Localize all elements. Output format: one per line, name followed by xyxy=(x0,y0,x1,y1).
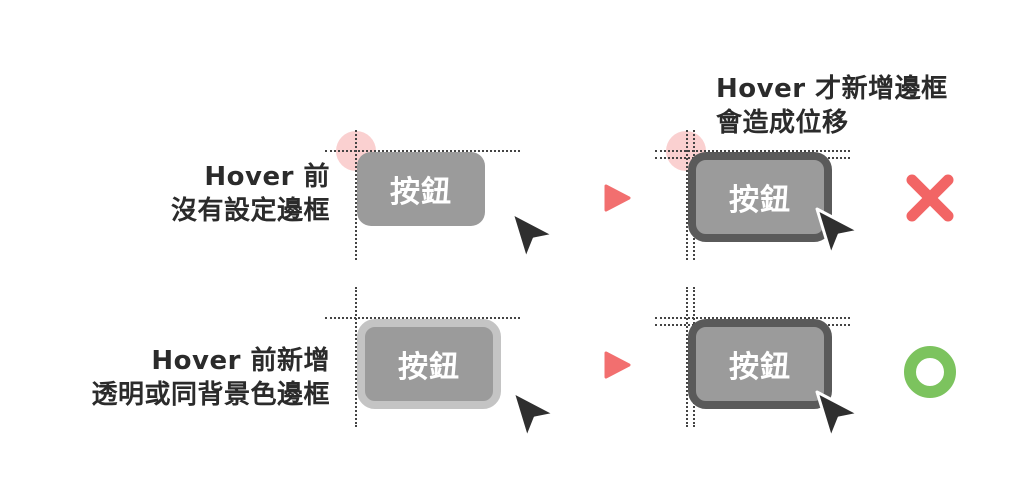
button-hover-border: 按鈕 xyxy=(688,319,832,409)
row2-caption: Hover 前新增 透明或同背景色邊框 xyxy=(91,344,330,412)
guide-line-vertical xyxy=(686,287,688,427)
triangle-right-icon xyxy=(604,351,631,379)
circle-icon xyxy=(904,346,956,398)
cross-icon xyxy=(906,174,954,222)
top-right-caption-line2: 會造成位移 xyxy=(716,108,849,138)
button-hover-border: 按鈕 xyxy=(688,152,832,242)
guide-line-horizontal xyxy=(655,317,850,319)
mouse-pointer-icon xyxy=(815,390,861,440)
guide-line-horizontal xyxy=(325,317,520,319)
guide-line-horizontal xyxy=(325,150,520,152)
row2-caption-line2: 透明或同背景色邊框 xyxy=(91,380,330,410)
top-right-caption-line1: Hover 才新增邊框 xyxy=(716,74,948,104)
guide-line-vertical xyxy=(355,130,357,260)
top-right-caption: Hover 才新增邊框 會造成位移 xyxy=(716,72,948,140)
button-transparent-border: 按鈕 xyxy=(357,319,501,409)
row1-caption-line2: 沒有設定邊框 xyxy=(170,196,330,226)
mouse-pointer-icon xyxy=(815,207,861,257)
button-label: 按鈕 xyxy=(390,175,452,210)
row1-caption: Hover 前 沒有設定邊框 xyxy=(171,160,330,228)
button-label: 按鈕 xyxy=(398,350,460,385)
button-no-border: 按鈕 xyxy=(357,152,485,226)
guide-line-vertical xyxy=(355,287,357,427)
row2-caption-line1: Hover 前新增 xyxy=(151,346,330,376)
mouse-pointer-icon xyxy=(511,390,557,440)
row1-caption-line1: Hover 前 xyxy=(204,162,330,192)
guide-line-vertical xyxy=(686,130,688,260)
button-label: 按鈕 xyxy=(729,183,791,218)
button-label: 按鈕 xyxy=(729,350,791,385)
mouse-pointer-icon xyxy=(510,211,556,261)
guide-line-horizontal xyxy=(655,150,850,152)
triangle-right-icon xyxy=(604,184,631,212)
